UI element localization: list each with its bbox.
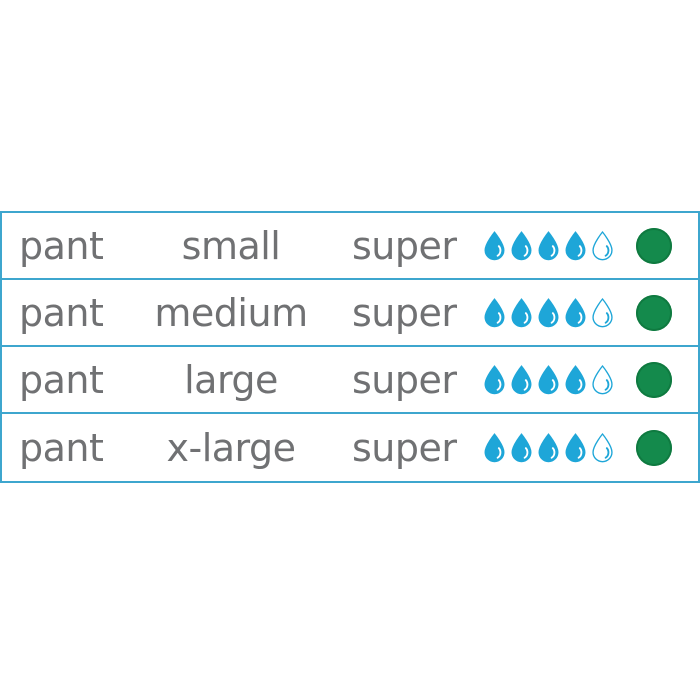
filled-drop-icon: [511, 231, 532, 261]
product-size: small: [181, 223, 281, 268]
absorbency-drops-rating: [481, 280, 616, 345]
filled-drop-icon: [565, 298, 586, 328]
filled-drop-icon: [484, 231, 505, 261]
filled-drop-icon: [565, 231, 586, 261]
product-type: pant: [19, 357, 104, 402]
table-row: pant medium super: [2, 280, 698, 347]
filled-drop-icon: [538, 298, 559, 328]
product-size: large: [184, 357, 278, 402]
absorbency-level: super: [352, 425, 457, 470]
product-type: pant: [19, 223, 104, 268]
table-row: pant large super: [2, 347, 698, 414]
green-dot-icon: [636, 429, 672, 466]
filled-drop-icon: [511, 298, 532, 328]
absorbency-drops-rating: [481, 213, 616, 278]
product-size: medium: [154, 290, 308, 335]
empty-drop-icon: [592, 364, 613, 395]
product-type: pant: [19, 425, 104, 470]
filled-drop-icon: [565, 433, 586, 463]
filled-drop-icon: [484, 433, 505, 463]
filled-drop-icon: [484, 365, 505, 395]
filled-drop-icon: [484, 298, 505, 328]
filled-drop-icon: [565, 365, 586, 395]
green-dot-icon: [636, 227, 672, 264]
table-row: pant small super: [2, 213, 698, 280]
absorbency-drops-rating: [481, 414, 616, 481]
filled-drop-icon: [538, 231, 559, 261]
filled-drop-icon: [538, 365, 559, 395]
absorbency-level: super: [352, 223, 457, 268]
green-dot-icon: [636, 294, 672, 331]
product-size-table: pant small super pant medium super pant …: [0, 211, 700, 483]
empty-drop-icon: [592, 230, 613, 261]
filled-drop-icon: [511, 433, 532, 463]
green-dot-icon: [636, 361, 672, 398]
filled-drop-icon: [538, 433, 559, 463]
product-type: pant: [19, 290, 104, 335]
table-row: pant x-large super: [2, 414, 698, 481]
absorbency-drops-rating: [481, 347, 616, 412]
empty-drop-icon: [592, 297, 613, 328]
absorbency-level: super: [352, 290, 457, 335]
product-size: x-large: [166, 425, 297, 470]
empty-drop-icon: [592, 432, 613, 463]
absorbency-level: super: [352, 357, 457, 402]
filled-drop-icon: [511, 365, 532, 395]
